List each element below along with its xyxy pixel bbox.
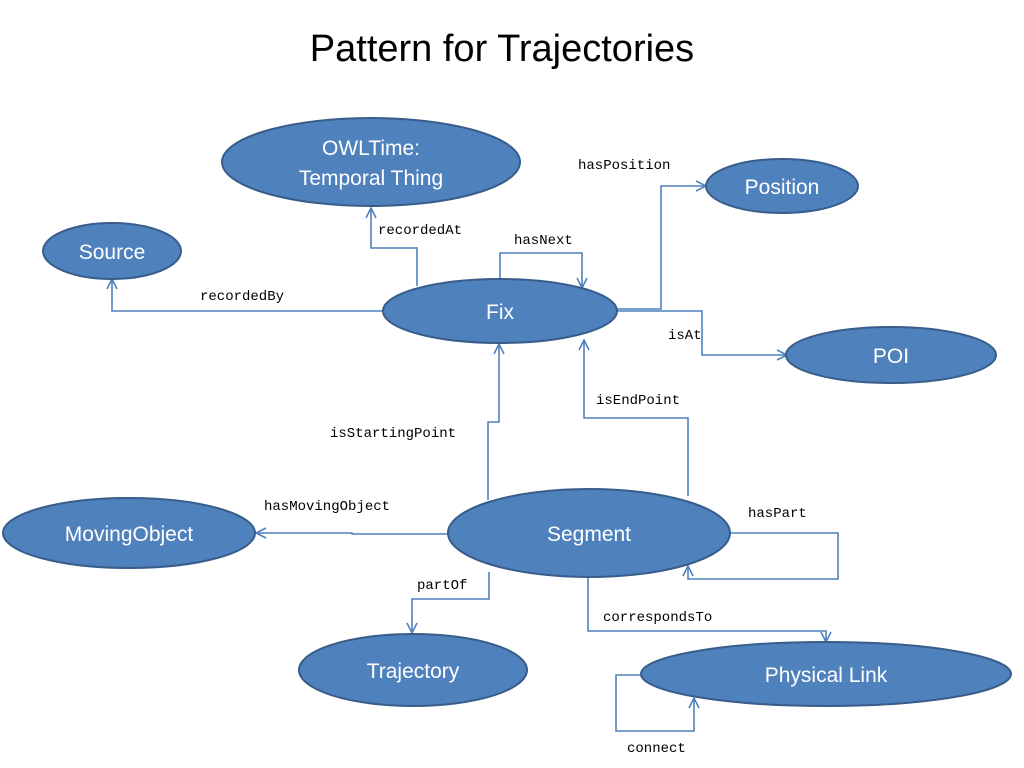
node-poi-label: POI <box>873 345 909 368</box>
node-moving-object: MovingObject <box>2 497 256 569</box>
node-position-label: Position <box>745 176 820 199</box>
node-owltime-line1: OWLTime: <box>322 137 420 160</box>
node-moving-object-label: MovingObject <box>65 523 194 546</box>
edge-label-recorded-by: recordedBy <box>200 289 284 305</box>
node-segment: Segment <box>447 488 731 578</box>
edge-label-connect: connect <box>627 741 686 757</box>
edge-label-is-starting-point: isStartingPoint <box>330 426 456 442</box>
edge-label-is-at: isAt <box>668 328 702 344</box>
node-segment-label: Segment <box>547 523 631 546</box>
edge-recorded-by: recordedBy <box>112 279 383 312</box>
edge-corresponds-to: correspondsTo <box>587 578 826 642</box>
edge-has-part: hasPart <box>688 506 839 580</box>
node-trajectory-label: Trajectory <box>367 660 460 683</box>
node-physical-link: Physical Link <box>640 641 1012 707</box>
edge-has-position: hasPosition <box>578 158 706 310</box>
edge-label-is-end-point: isEndPoint <box>596 393 680 409</box>
edge-label-has-position: hasPosition <box>578 158 670 174</box>
edge-label-recorded-at: recordedAt <box>378 223 462 239</box>
slide-title: Pattern for Trajectories <box>309 28 695 70</box>
node-source: Source <box>42 222 182 280</box>
edge-label-corresponds-to: correspondsTo <box>603 610 712 626</box>
node-owltime-line2: Temporal Thing <box>299 167 443 190</box>
edge-part-of: partOf <box>412 572 490 633</box>
edge-label-part-of: partOf <box>417 578 467 594</box>
node-trajectory: Trajectory <box>298 633 528 707</box>
node-physical-link-label: Physical Link <box>765 664 888 687</box>
edge-connect: connect <box>615 674 694 757</box>
edge-label-has-next: hasNext <box>514 233 573 249</box>
node-source-label: Source <box>79 241 146 264</box>
edge-label-has-part: hasPart <box>748 506 807 522</box>
edge-recorded-at: recordedAt <box>371 208 462 286</box>
edge-is-starting-point: isStartingPoint <box>330 344 499 500</box>
edge-has-next: hasNext <box>499 233 582 288</box>
node-owltime-temporal-thing: OWLTime: Temporal Thing <box>221 117 521 207</box>
edge-is-at: isAt <box>617 310 787 355</box>
node-position: Position <box>705 158 859 214</box>
edge-label-has-moving-object: hasMovingObject <box>264 499 390 515</box>
node-fix-label: Fix <box>486 301 514 324</box>
node-poi: POI <box>785 326 997 384</box>
edge-has-moving-object: hasMovingObject <box>256 499 448 534</box>
edge-is-end-point: isEndPoint <box>584 340 689 496</box>
node-fix: Fix <box>382 278 618 344</box>
